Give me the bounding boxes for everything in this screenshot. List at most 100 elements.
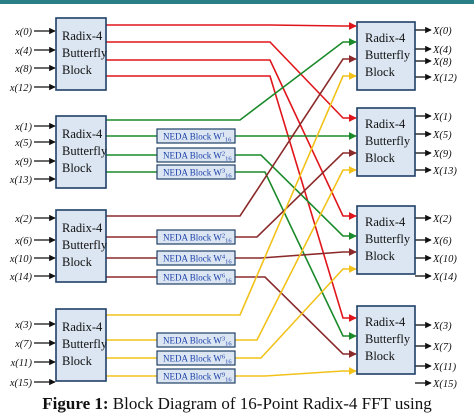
neda-block-box bbox=[156, 332, 236, 348]
neda-block: NEDA Block W316 bbox=[156, 164, 236, 180]
caption-label: Figure 1: bbox=[42, 394, 109, 413]
input-label: x(4) bbox=[14, 46, 32, 57]
input-label: x(2) bbox=[14, 214, 32, 225]
neda-block-label: NEDA Block W616 bbox=[163, 273, 232, 285]
butterfly-wire bbox=[235, 171, 357, 340]
right-radix-block-label: Block bbox=[365, 151, 396, 165]
right-radix-block-label: Radix-4 bbox=[365, 315, 406, 329]
neda-block-box bbox=[156, 269, 236, 285]
figure-caption: Figure 1: Block Diagram of 16-Point Radi… bbox=[0, 394, 474, 416]
butterfly-wire bbox=[106, 72, 357, 316]
right-radix-block-box bbox=[356, 107, 416, 177]
neda-block-label: NEDA Block W916 bbox=[163, 372, 232, 384]
input-label: x(12) bbox=[9, 83, 33, 94]
output-label: X(8) bbox=[432, 57, 452, 68]
neda-block-label: NEDA Block W616 bbox=[163, 354, 232, 366]
output-label: X(15) bbox=[432, 379, 457, 390]
right-radix-block-box bbox=[356, 21, 416, 91]
output-label: X(10) bbox=[432, 254, 457, 265]
input-label: x(3) bbox=[14, 320, 32, 331]
output-label: X(5) bbox=[432, 130, 452, 141]
right-radix-block-label: Block bbox=[365, 249, 396, 263]
input-label: x(5) bbox=[14, 138, 32, 149]
neda-block: NEDA Block W416 bbox=[156, 250, 236, 266]
neda-block-label: NEDA Block W216 bbox=[163, 151, 232, 163]
butterfly-wire bbox=[235, 149, 357, 238]
neda-block: NEDA Block W616 bbox=[156, 350, 236, 366]
neda-block-label: NEDA Block W116 bbox=[163, 132, 232, 144]
input-label: x(6) bbox=[14, 236, 32, 247]
right-radix-block-label: Block bbox=[365, 65, 396, 79]
output-label: X(2) bbox=[432, 214, 452, 225]
output-label: X(6) bbox=[432, 236, 452, 247]
caption-text: Block Diagram of 16-Point Radix-4 FFT us… bbox=[108, 394, 432, 413]
neda-block-box bbox=[156, 250, 236, 266]
left-radix-block-label: Butterfly bbox=[62, 337, 108, 351]
output-label: X(7) bbox=[432, 342, 452, 353]
wires-layer bbox=[34, 22, 432, 387]
neda-block: NEDA Block W216 bbox=[156, 147, 236, 163]
fft-block-diagram: Radix-4ButterflyBlockRadix-4ButterflyBlo… bbox=[0, 0, 474, 390]
left-radix-block-box bbox=[55, 209, 107, 283]
output-label: X(4) bbox=[432, 45, 452, 56]
right-radix-block-label: Butterfly bbox=[365, 48, 411, 62]
butterfly-wire bbox=[235, 154, 357, 240]
input-label: x(14) bbox=[9, 272, 33, 283]
butterfly-wire bbox=[235, 248, 357, 259]
butterfly-wire bbox=[235, 166, 357, 341]
butterfly-wire bbox=[106, 22, 357, 30]
left-radix-block-label: Radix-4 bbox=[62, 29, 103, 43]
left-radix-block-label: Butterfly bbox=[62, 46, 108, 60]
output-label: X(1) bbox=[432, 112, 452, 123]
butterfly-wire bbox=[235, 265, 357, 359]
right-radix-block-box bbox=[356, 205, 416, 275]
left-radix-block-label: Butterfly bbox=[62, 144, 108, 158]
butterfly-wire bbox=[106, 55, 357, 217]
input-label: x(8) bbox=[14, 64, 32, 75]
left-radix-block-label: Butterfly bbox=[62, 238, 108, 252]
output-label: X(9) bbox=[432, 149, 452, 160]
right-radix-block-label: Butterfly bbox=[365, 332, 411, 346]
right-radix-block-box bbox=[356, 305, 416, 375]
input-label: x(11) bbox=[10, 358, 33, 369]
output-label: X(11) bbox=[432, 362, 457, 373]
input-label: x(15) bbox=[9, 378, 33, 389]
butterfly-wire bbox=[106, 41, 357, 122]
butterfly-wire bbox=[106, 75, 357, 322]
neda-block: NEDA Block W916 bbox=[156, 368, 236, 384]
neda-block-box bbox=[156, 164, 236, 180]
left-radix-block-label: Block bbox=[62, 63, 93, 77]
right-radix-block-label: Radix-4 bbox=[365, 117, 406, 131]
neda-block-box bbox=[156, 128, 236, 144]
right-radix-block-label: Block bbox=[365, 349, 396, 363]
right-radix-block-label: Butterfly bbox=[365, 134, 411, 148]
neda-block-label: NEDA Block W416 bbox=[163, 254, 232, 266]
input-label: x(9) bbox=[14, 157, 32, 168]
butterfly-wire bbox=[106, 38, 357, 121]
right-radix-block-label: Butterfly bbox=[365, 232, 411, 246]
input-label: x(10) bbox=[9, 254, 33, 265]
left-radix-block-label: Radix-4 bbox=[62, 320, 103, 334]
labels-layer: x(0) x(4) x(8) x(12) x(1) x(5) x(9) x(13) x(2) x(… bbox=[9, 26, 458, 390]
neda-block: NEDA Block W616 bbox=[156, 269, 236, 285]
right-radix-block-label: Radix-4 bbox=[365, 215, 406, 229]
input-label: x(0) bbox=[14, 27, 32, 38]
input-label: x(13) bbox=[9, 175, 33, 186]
output-label: X(3) bbox=[432, 321, 452, 332]
input-label: x(1) bbox=[14, 122, 32, 133]
neda-block: NEDA Block W316 bbox=[156, 332, 236, 348]
left-radix-block-box bbox=[55, 308, 107, 382]
neda-block-box bbox=[156, 147, 236, 163]
neda-block-box bbox=[156, 229, 236, 245]
output-label: X(13) bbox=[432, 166, 457, 177]
neda-block: NEDA Block W216 bbox=[156, 229, 236, 245]
left-radix-block-label: Radix-4 bbox=[62, 221, 103, 235]
neda-block-box bbox=[156, 350, 236, 366]
neda-block-label: NEDA Block W316 bbox=[163, 336, 232, 348]
neda-block-label: NEDA Block W316 bbox=[163, 168, 232, 180]
